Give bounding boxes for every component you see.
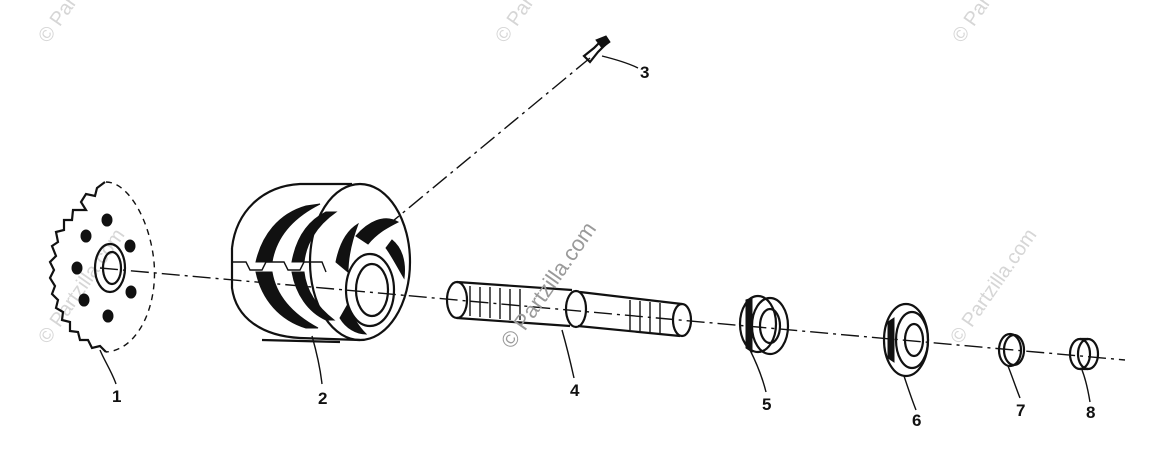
callout-3: 3: [640, 63, 649, 82]
callout-4: 4: [570, 381, 580, 400]
part-bolt: [582, 35, 611, 64]
callout-5: 5: [762, 395, 771, 414]
callout-labels: 1 2 3 4 5 6 7 8: [112, 63, 1095, 430]
leader-lines: [99, 55, 1091, 411]
watermark-bottom-right: © Partzilla.com: [946, 225, 1041, 348]
leader-5: [749, 349, 767, 393]
part-clutch-drum: [230, 182, 412, 344]
part-ring: [997, 332, 1026, 368]
leader-1: [99, 349, 117, 385]
callout-7: 7: [1016, 401, 1025, 420]
part-collar: [1068, 337, 1100, 371]
part-sprocket: [48, 181, 156, 353]
callout-2: 2: [318, 389, 327, 408]
watermark-bottom-left: © Partzilla.com: [34, 225, 129, 348]
part-seal: [882, 302, 930, 378]
part-shaft: [445, 280, 693, 338]
watermark-top-left: © Partzilla.com: [34, 0, 129, 47]
leader-7: [1007, 365, 1021, 399]
bolt-axis-line: [369, 57, 591, 241]
part-bearing: [738, 294, 790, 356]
callout-8: 8: [1086, 403, 1095, 422]
watermark-top-right: © Partzilla.com: [948, 0, 1043, 47]
watermark-top-center: © Partzilla.com: [491, 0, 586, 47]
callout-6: 6: [912, 411, 921, 430]
leader-2: [311, 335, 323, 385]
leader-8: [1081, 369, 1091, 403]
leader-3: [601, 55, 639, 69]
leader-6: [903, 375, 917, 411]
callout-1: 1: [112, 387, 121, 406]
leader-4: [561, 329, 575, 379]
